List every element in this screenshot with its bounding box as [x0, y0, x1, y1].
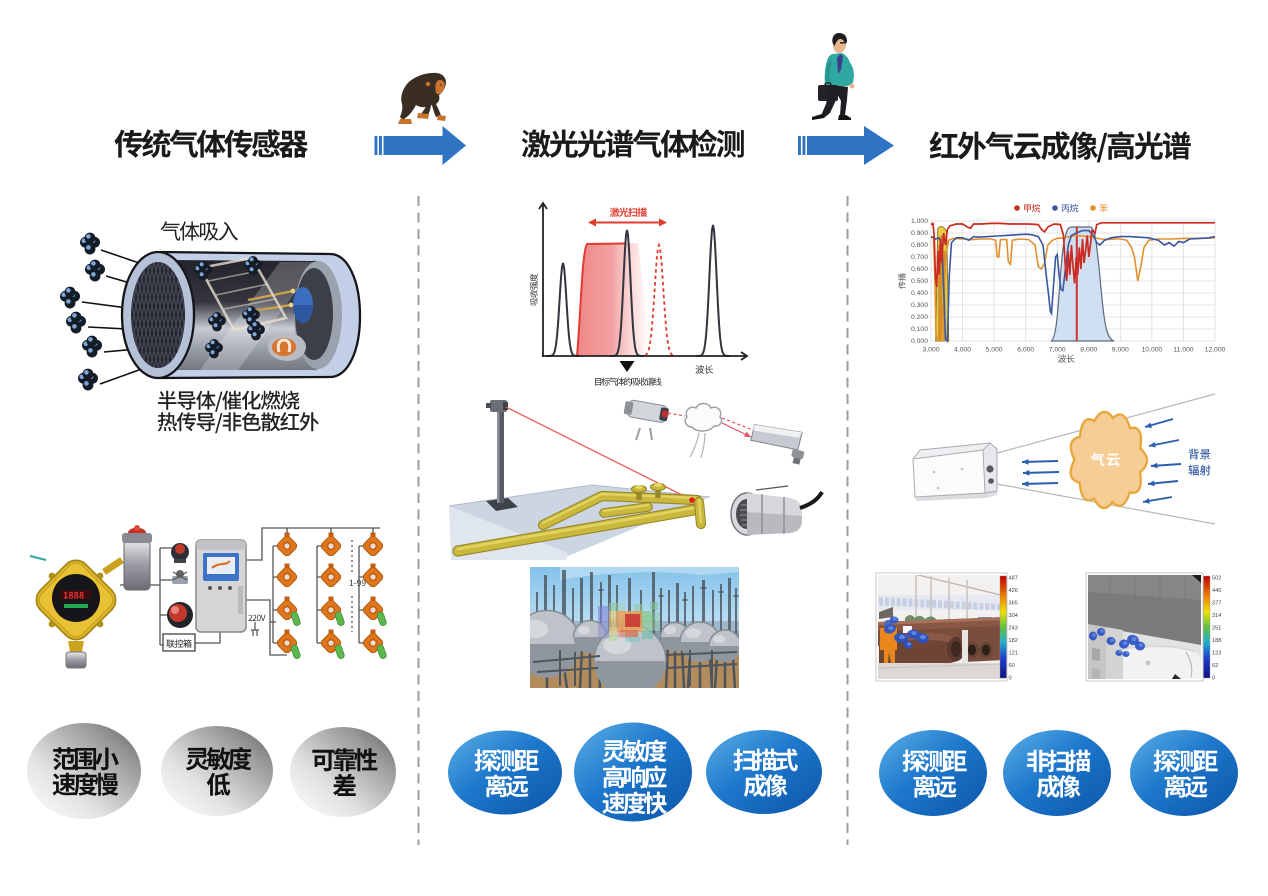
svg-text:10,000: 10,000: [1142, 347, 1163, 354]
svg-text:182: 182: [1009, 638, 1018, 644]
svg-text:123: 123: [1212, 651, 1221, 657]
svg-text:377: 377: [1212, 601, 1221, 607]
svg-text:0.500: 0.500: [911, 278, 928, 285]
svg-text:487: 487: [1009, 576, 1018, 582]
svg-text:0.700: 0.700: [911, 254, 928, 261]
svg-text:7,000: 7,000: [1049, 347, 1066, 354]
svg-text:12,000: 12,000: [1205, 347, 1226, 354]
svg-text:6,000: 6,000: [1017, 347, 1034, 354]
svg-text:426: 426: [1009, 588, 1018, 594]
svg-text:0.100: 0.100: [911, 326, 928, 333]
svg-text:243: 243: [1009, 626, 1018, 632]
svg-text:0.600: 0.600: [911, 266, 928, 273]
svg-text:4,000: 4,000: [954, 347, 971, 354]
svg-text:304: 304: [1009, 613, 1018, 619]
svg-text:121: 121: [1009, 651, 1018, 657]
svg-text:314: 314: [1212, 613, 1221, 619]
svg-text:502: 502: [1212, 576, 1221, 582]
svg-text:0.800: 0.800: [911, 242, 928, 249]
svg-text:0.200: 0.200: [911, 314, 928, 321]
svg-text:251: 251: [1212, 626, 1221, 632]
svg-text:0.300: 0.300: [911, 302, 928, 309]
svg-text:0: 0: [1009, 676, 1012, 682]
svg-text:188: 188: [1212, 638, 1221, 644]
svg-text:60: 60: [1009, 663, 1015, 669]
svg-text:0.400: 0.400: [911, 290, 928, 297]
svg-text:1.000: 1.000: [911, 218, 928, 225]
svg-text:5,000: 5,000: [986, 347, 1003, 354]
svg-text:0.900: 0.900: [911, 230, 928, 237]
svg-text:8,000: 8,000: [1080, 347, 1097, 354]
svg-text:440: 440: [1212, 588, 1221, 594]
svg-text:0: 0: [1212, 676, 1215, 682]
svg-text:3,000: 3,000: [922, 347, 939, 354]
svg-text:0.000: 0.000: [911, 338, 928, 345]
svg-text:365: 365: [1009, 601, 1018, 607]
svg-text:62: 62: [1212, 663, 1218, 669]
svg-text:11,000: 11,000: [1173, 347, 1194, 354]
svg-text:9,000: 9,000: [1112, 347, 1129, 354]
